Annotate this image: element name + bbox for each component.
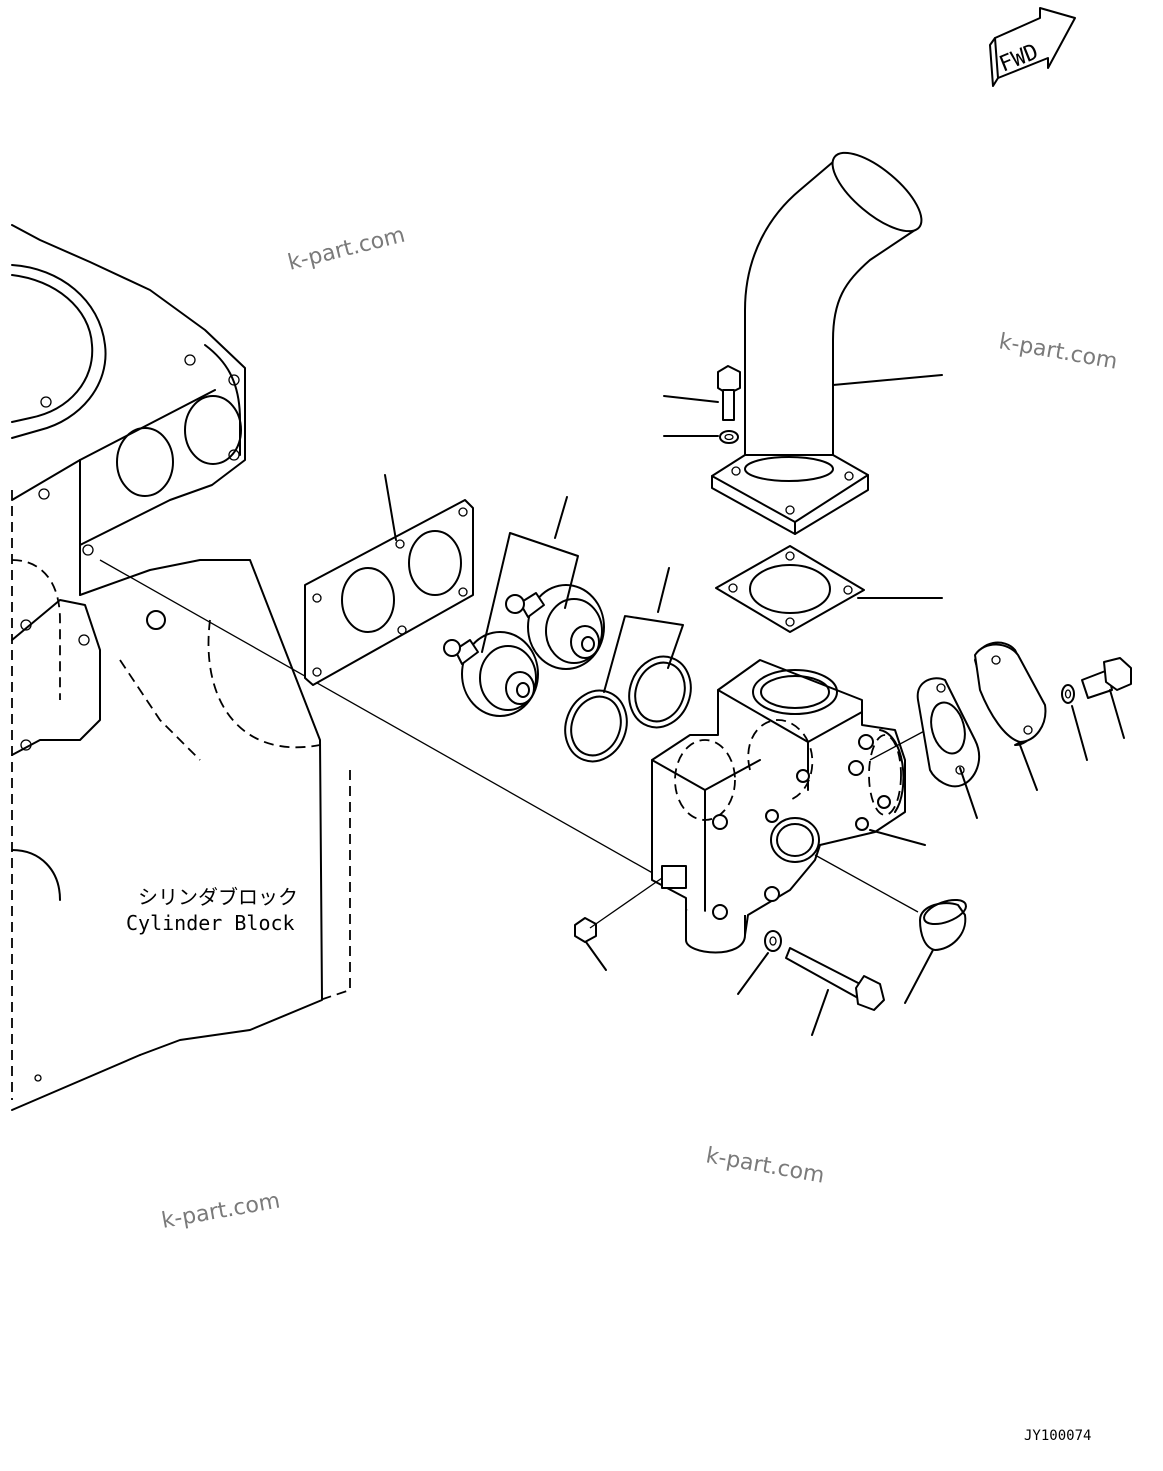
leader-gasket (384, 474, 397, 541)
housing-gasket (304, 499, 474, 686)
leader-cup-plug (904, 949, 934, 1004)
drain-plug (574, 877, 663, 943)
leader-cover-plate (1019, 744, 1038, 791)
leader-cover-bolt (1109, 689, 1125, 739)
leader-bottom-washer (737, 952, 769, 995)
cylinder-block-label-en: Cylinder Block (126, 911, 295, 935)
fwd-arrow-icon: FWD (989, 7, 1076, 87)
leader-seal-rings (603, 567, 684, 693)
cylinder-block-label-jp: シリンダブロック (138, 885, 298, 909)
elbow-pipe (711, 151, 923, 535)
leader-cover-washer (1071, 705, 1088, 761)
watermark-2: k-part.com (997, 329, 1119, 374)
leader-elbow (832, 374, 943, 386)
cover-gasket (916, 677, 981, 788)
watermark-3: k-part.com (704, 1143, 826, 1188)
elbow-gasket (715, 545, 865, 633)
leader-plug (585, 941, 607, 971)
leader-housing (869, 829, 926, 846)
leader-long-bolt (811, 989, 829, 1036)
cover-plate (974, 641, 1047, 746)
cover-bolt (1081, 657, 1132, 699)
thermostat-2 (505, 584, 605, 670)
cup-plug (814, 854, 967, 951)
bottom-washer (764, 930, 782, 952)
leader-thermostat (481, 496, 579, 653)
seal-ring-2 (628, 655, 692, 729)
drawing-id: JY100074 (1024, 1428, 1091, 1444)
watermark-1: k-part.com (285, 223, 407, 276)
elbow-washer (719, 430, 739, 444)
cover-washer (1061, 684, 1075, 704)
cylinder-block (11, 224, 351, 1111)
elbow-bolt (717, 365, 741, 421)
leader-elbow-bolt (663, 395, 719, 403)
watermark-4: k-part.com (160, 1188, 282, 1233)
leader-cover-gasket (959, 767, 978, 819)
long-bolt (785, 947, 885, 1011)
thermostat-1 (443, 631, 539, 717)
thermostat-housing (651, 659, 906, 954)
seal-ring-1 (564, 689, 628, 763)
